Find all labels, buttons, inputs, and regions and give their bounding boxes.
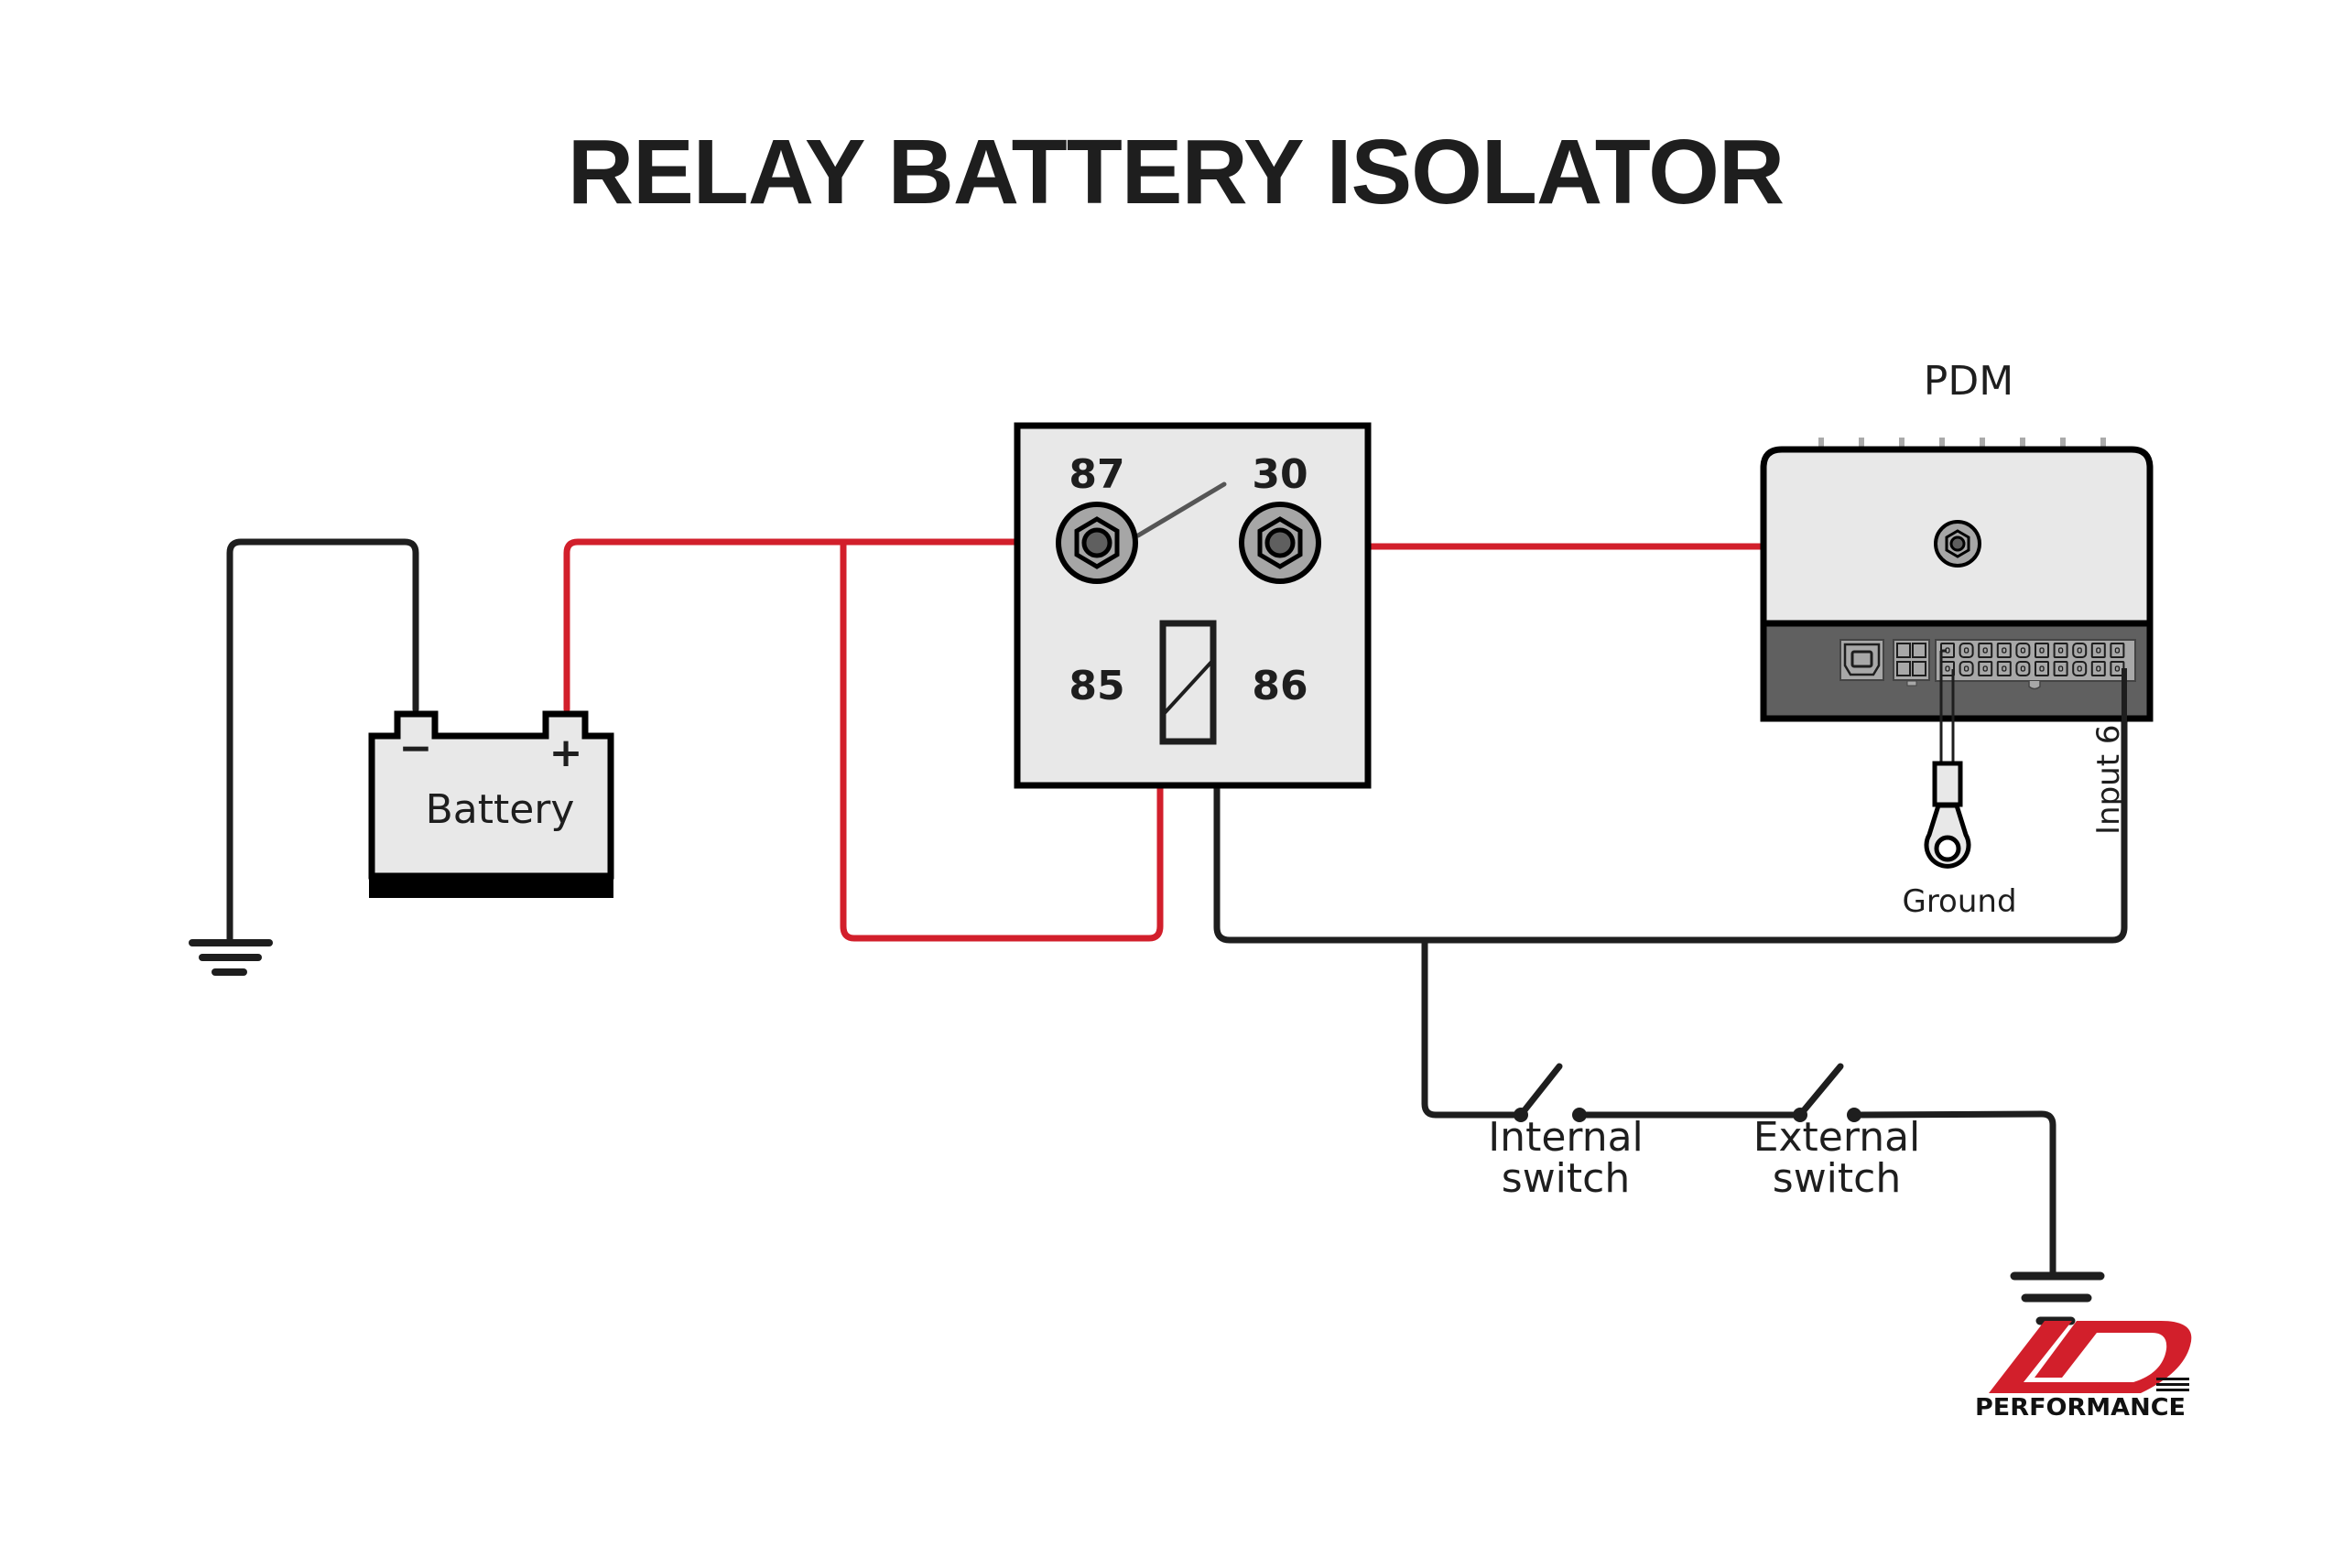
- battery-label: Battery: [426, 786, 575, 833]
- connector-pin-hole: [2114, 665, 2121, 672]
- internal-switch-label-line1: Internal: [1488, 1114, 1644, 1161]
- internal-switch-label-line2: switch: [1502, 1155, 1630, 1202]
- connector-pin-hole: [2057, 647, 2064, 654]
- connector-pin-hole: [1963, 647, 1970, 654]
- connector-pin: [2053, 643, 2068, 658]
- ground-symbol-left: [189, 939, 273, 976]
- coil-85-feed-wire: [840, 538, 1164, 942]
- connector-pin-hole: [2114, 647, 2121, 654]
- connector-pin-hole: [2039, 665, 2045, 672]
- relay-pin-86-label: 86: [1252, 663, 1308, 709]
- connector-pin: [2090, 643, 2106, 658]
- external-switch: [1793, 1063, 1861, 1122]
- connector-pin: [2035, 661, 2049, 676]
- connector-pin: [2090, 661, 2106, 676]
- connector-pin-hole: [1945, 665, 1950, 672]
- logo-text: PERFORMANCE: [1975, 1394, 2186, 1422]
- relay-terminal-30: [1239, 502, 1321, 584]
- connector-pin: [1996, 661, 2012, 676]
- logo-d-shape: [2035, 1321, 2192, 1393]
- connector-pin-hole: [2039, 647, 2045, 654]
- connector-pin: [1996, 643, 2012, 658]
- connector-pin-hole: [2096, 665, 2101, 672]
- pdm-ground-label: Ground: [1902, 883, 2016, 920]
- pdm-ground-wire-a: [1939, 649, 1947, 763]
- wires: [226, 538, 2128, 1279]
- connector-pin-hole: [2002, 665, 2007, 672]
- pdm-usb-port: [1839, 639, 1884, 681]
- connector-pin-hole: [2020, 647, 2026, 654]
- battery: − + Battery: [368, 710, 614, 898]
- external-switch-label-line1: External: [1753, 1114, 1921, 1161]
- logo-l-shape: [1989, 1321, 2106, 1393]
- relay: 87 30 85 86: [1014, 422, 1372, 789]
- pdm-top-pins: [1818, 438, 2106, 449]
- pdm-4pin-connector: [1893, 639, 1930, 687]
- connector-pin: [1978, 643, 1993, 658]
- connector-pin: [2072, 643, 2088, 658]
- ld-performance-logo: PERFORMANCE: [1975, 1321, 2192, 1422]
- connector-pin-hole: [2077, 665, 2082, 672]
- battery-negative-wire: [226, 538, 419, 945]
- battery-positive-wire: [563, 538, 1062, 713]
- pdm: PDM: [1760, 358, 2154, 920]
- relay-pin-87-label: 87: [1069, 451, 1124, 498]
- relay-pin-30-label: 30: [1252, 451, 1308, 498]
- external-switch-lever: [1796, 1063, 1844, 1119]
- internal-switch: [1514, 1063, 1587, 1122]
- connector-pin: [1978, 661, 1993, 676]
- connector-pin-hole: [2077, 647, 2082, 654]
- connector-pin-hole: [1963, 665, 1970, 672]
- switch-ground-wire: [1850, 1110, 2056, 1279]
- connector-pin-hole: [2057, 665, 2064, 672]
- external-switch-label-line2: switch: [1773, 1155, 1901, 1202]
- connector-pin-hole: [2002, 647, 2007, 654]
- relay-coil-diagonal: [1161, 658, 1215, 717]
- pdm-main-connector: [1935, 639, 2136, 723]
- battery-negative-symbol: −: [399, 725, 433, 772]
- internal-switch-lever: [1517, 1063, 1563, 1119]
- switch-feed-wire: [1421, 936, 1521, 1119]
- relay-terminal-87: [1056, 502, 1138, 584]
- connector-pin: [2053, 661, 2068, 676]
- connector-pin: [2015, 661, 2031, 676]
- relay-pin-85-label: 85: [1069, 663, 1124, 709]
- connector-pin: [2015, 643, 2031, 658]
- connector-pin-hole: [1982, 647, 1988, 654]
- relay-contact-arm: [1135, 481, 1227, 538]
- battery-positive-symbol: +: [549, 730, 583, 776]
- coil-86-to-input6-wire: [1213, 667, 2128, 944]
- connector-pin-hole: [2020, 665, 2026, 672]
- connector-pin: [1959, 643, 1974, 658]
- relay-coil: [1159, 620, 1217, 745]
- connector-pin: [2110, 643, 2125, 658]
- connector-pin-hole: [1982, 665, 1988, 672]
- connector-pin: [2035, 643, 2049, 658]
- connector-pin-hole: [2096, 647, 2101, 654]
- connector-pin: [2072, 661, 2088, 676]
- pdm-input-label: Input 6: [2090, 725, 2127, 835]
- diagram-title: RELAY BATTERY ISOLATOR: [568, 121, 1784, 223]
- ground-ring-terminal-icon: [1924, 761, 1971, 869]
- pdm-power-stud: [1934, 520, 1981, 568]
- battery-base: [369, 873, 613, 898]
- pdm-label: PDM: [1924, 358, 2013, 405]
- ground-symbol-right: [2010, 1271, 2105, 1325]
- connector-pin: [1959, 661, 1974, 676]
